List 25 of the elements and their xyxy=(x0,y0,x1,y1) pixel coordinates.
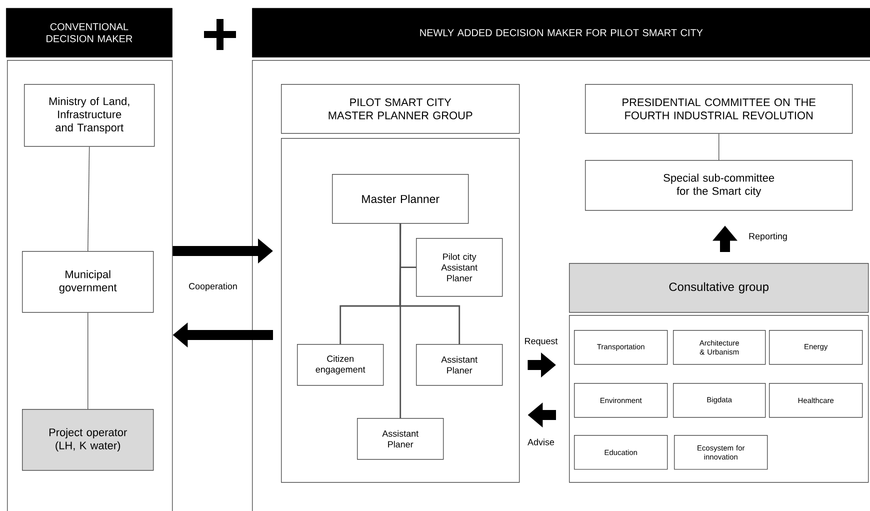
connector-line xyxy=(88,146,90,252)
panel-frame xyxy=(7,60,173,511)
edge-label: Cooperation xyxy=(189,282,237,292)
group-frame xyxy=(569,315,869,483)
panel-frame xyxy=(252,60,870,511)
org-box: Assistant Planer xyxy=(416,344,503,386)
edge-label: Reporting xyxy=(749,232,787,242)
header-band: NEWLY ADDED DECISION MAKER FOR PILOT SMART CITY xyxy=(252,8,870,58)
group-title-box: PILOT SMART CITY MASTER PLANNER GROUP xyxy=(281,84,520,134)
org-box: Master Planner xyxy=(332,174,469,224)
org-box: Pilot city Assistant Planer xyxy=(416,238,503,297)
connector-line xyxy=(718,133,720,160)
org-box: Citizen engagement xyxy=(297,344,384,386)
org-box: Special sub-committee for the Smart city xyxy=(585,160,853,211)
org-box: Ministry of Land, Infrastructure and Transport xyxy=(24,84,155,147)
connector-line xyxy=(400,224,402,418)
org-box: Project operator (LH, K water) xyxy=(22,409,154,471)
group-frame xyxy=(281,138,520,483)
group-title-box: Consultative group xyxy=(569,263,869,313)
edge-label: Request xyxy=(525,338,558,346)
org-box: Municipal government xyxy=(22,251,154,313)
org-box: Assistant Planer xyxy=(357,418,444,460)
org-box: PRESIDENTIAL COMMITTEE ON THE FOURTH INDUSTRIAL REVOLUTION xyxy=(585,84,853,134)
edge-label: Advise xyxy=(528,438,554,446)
header-band: CONVENTIONAL DECISION MAKER xyxy=(6,8,172,58)
